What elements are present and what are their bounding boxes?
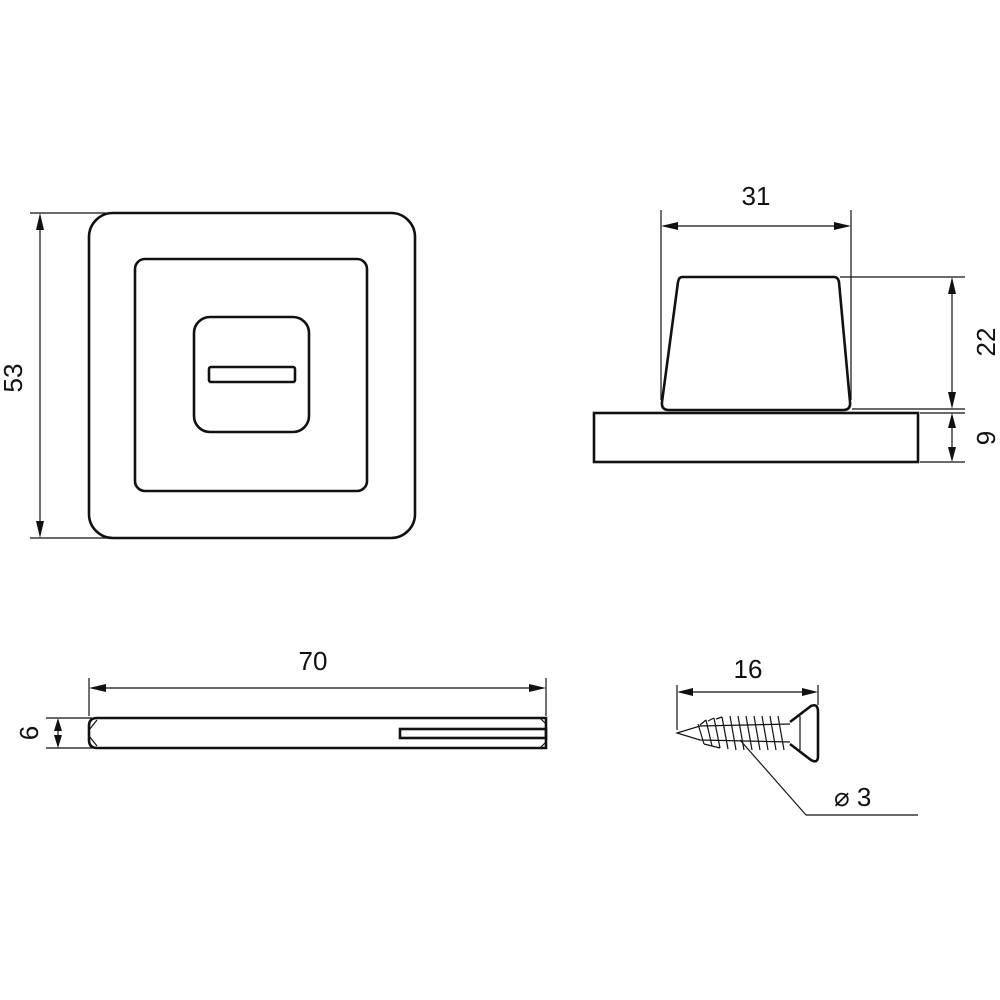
dimension-diameter-3-label: ⌀ 3 — [834, 782, 871, 812]
dimension-70: 70 — [88, 646, 547, 716]
dimension-9-label: 9 — [971, 431, 1000, 445]
dimension-16-label: 16 — [734, 654, 763, 684]
knob-outline — [192, 315, 311, 434]
dimension-70-label: 70 — [299, 646, 328, 676]
dimension-9: 9 — [920, 412, 1000, 463]
spindle-chamfer-top — [88, 719, 98, 731]
dimension-16: 16 — [676, 654, 819, 730]
turn-slot — [207, 365, 297, 384]
dimension-31: 31 — [660, 181, 852, 400]
rosette-outer-outline — [87, 211, 417, 540]
dimension-53-label: 53 — [0, 364, 28, 393]
dimension-31-label: 31 — [742, 181, 771, 211]
dimension-diameter-3: ⌀ 3 — [739, 739, 918, 816]
spindle-outline — [87, 716, 548, 750]
base-plate-profile — [592, 411, 920, 464]
spindle-bar — [87, 716, 548, 750]
screw-head — [789, 703, 820, 763]
dimension-6-label: 6 — [14, 726, 44, 740]
spindle-slot — [398, 727, 548, 740]
rosette-side-view — [592, 275, 920, 464]
spindle-end-chamfer-bottom — [539, 741, 547, 749]
dimension-22-label: 22 — [971, 328, 1000, 357]
rosette-inner-outline — [133, 257, 369, 493]
screw-threads — [697, 715, 785, 751]
knob-profile — [660, 275, 852, 412]
spindle-end-chamfer-top — [539, 717, 547, 725]
screw — [674, 703, 820, 763]
dimension-6: 6 — [14, 717, 92, 749]
rosette-front-view — [87, 211, 417, 540]
dimension-22: 22 — [840, 276, 1000, 410]
diameter-leader-line — [739, 739, 807, 816]
screw-shank — [674, 723, 791, 743]
spindle-chamfer-bottom — [88, 735, 98, 747]
dimension-53: 53 — [0, 212, 110, 539]
